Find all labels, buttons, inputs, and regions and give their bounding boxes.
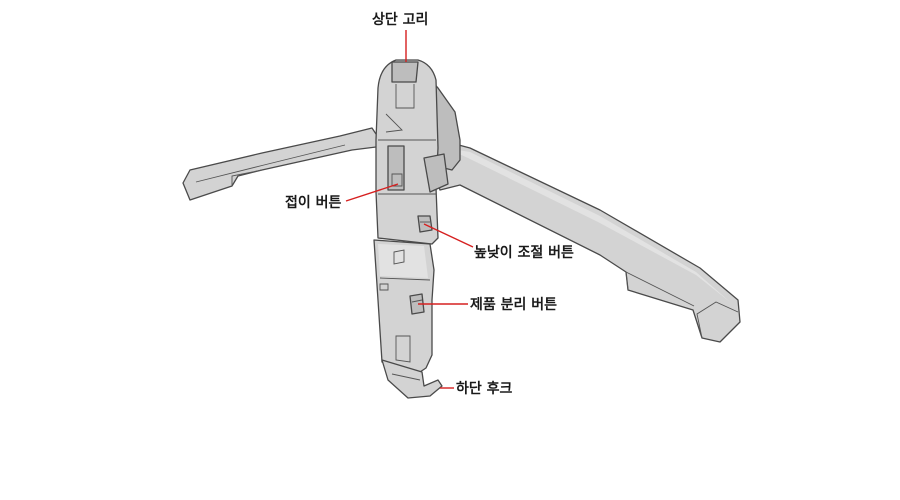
hanger-body xyxy=(375,59,461,245)
callout-fold-button: 접이 버튼 xyxy=(285,194,342,211)
callout-detach-button: 제품 분리 버튼 xyxy=(470,296,557,313)
lower-module xyxy=(373,239,435,373)
callout-height-adjust-button: 높낮이 조절 버튼 xyxy=(474,244,574,261)
leader-lines xyxy=(345,30,474,389)
callout-bottom-hook: 하단 후크 xyxy=(456,380,513,397)
leader-height-adjust xyxy=(423,223,474,248)
bottom-hook xyxy=(381,359,443,399)
right-arm xyxy=(427,139,741,343)
left-arm xyxy=(182,127,385,201)
leader-fold-button xyxy=(345,183,399,202)
callout-top-hook: 상단 고리 xyxy=(372,11,428,28)
